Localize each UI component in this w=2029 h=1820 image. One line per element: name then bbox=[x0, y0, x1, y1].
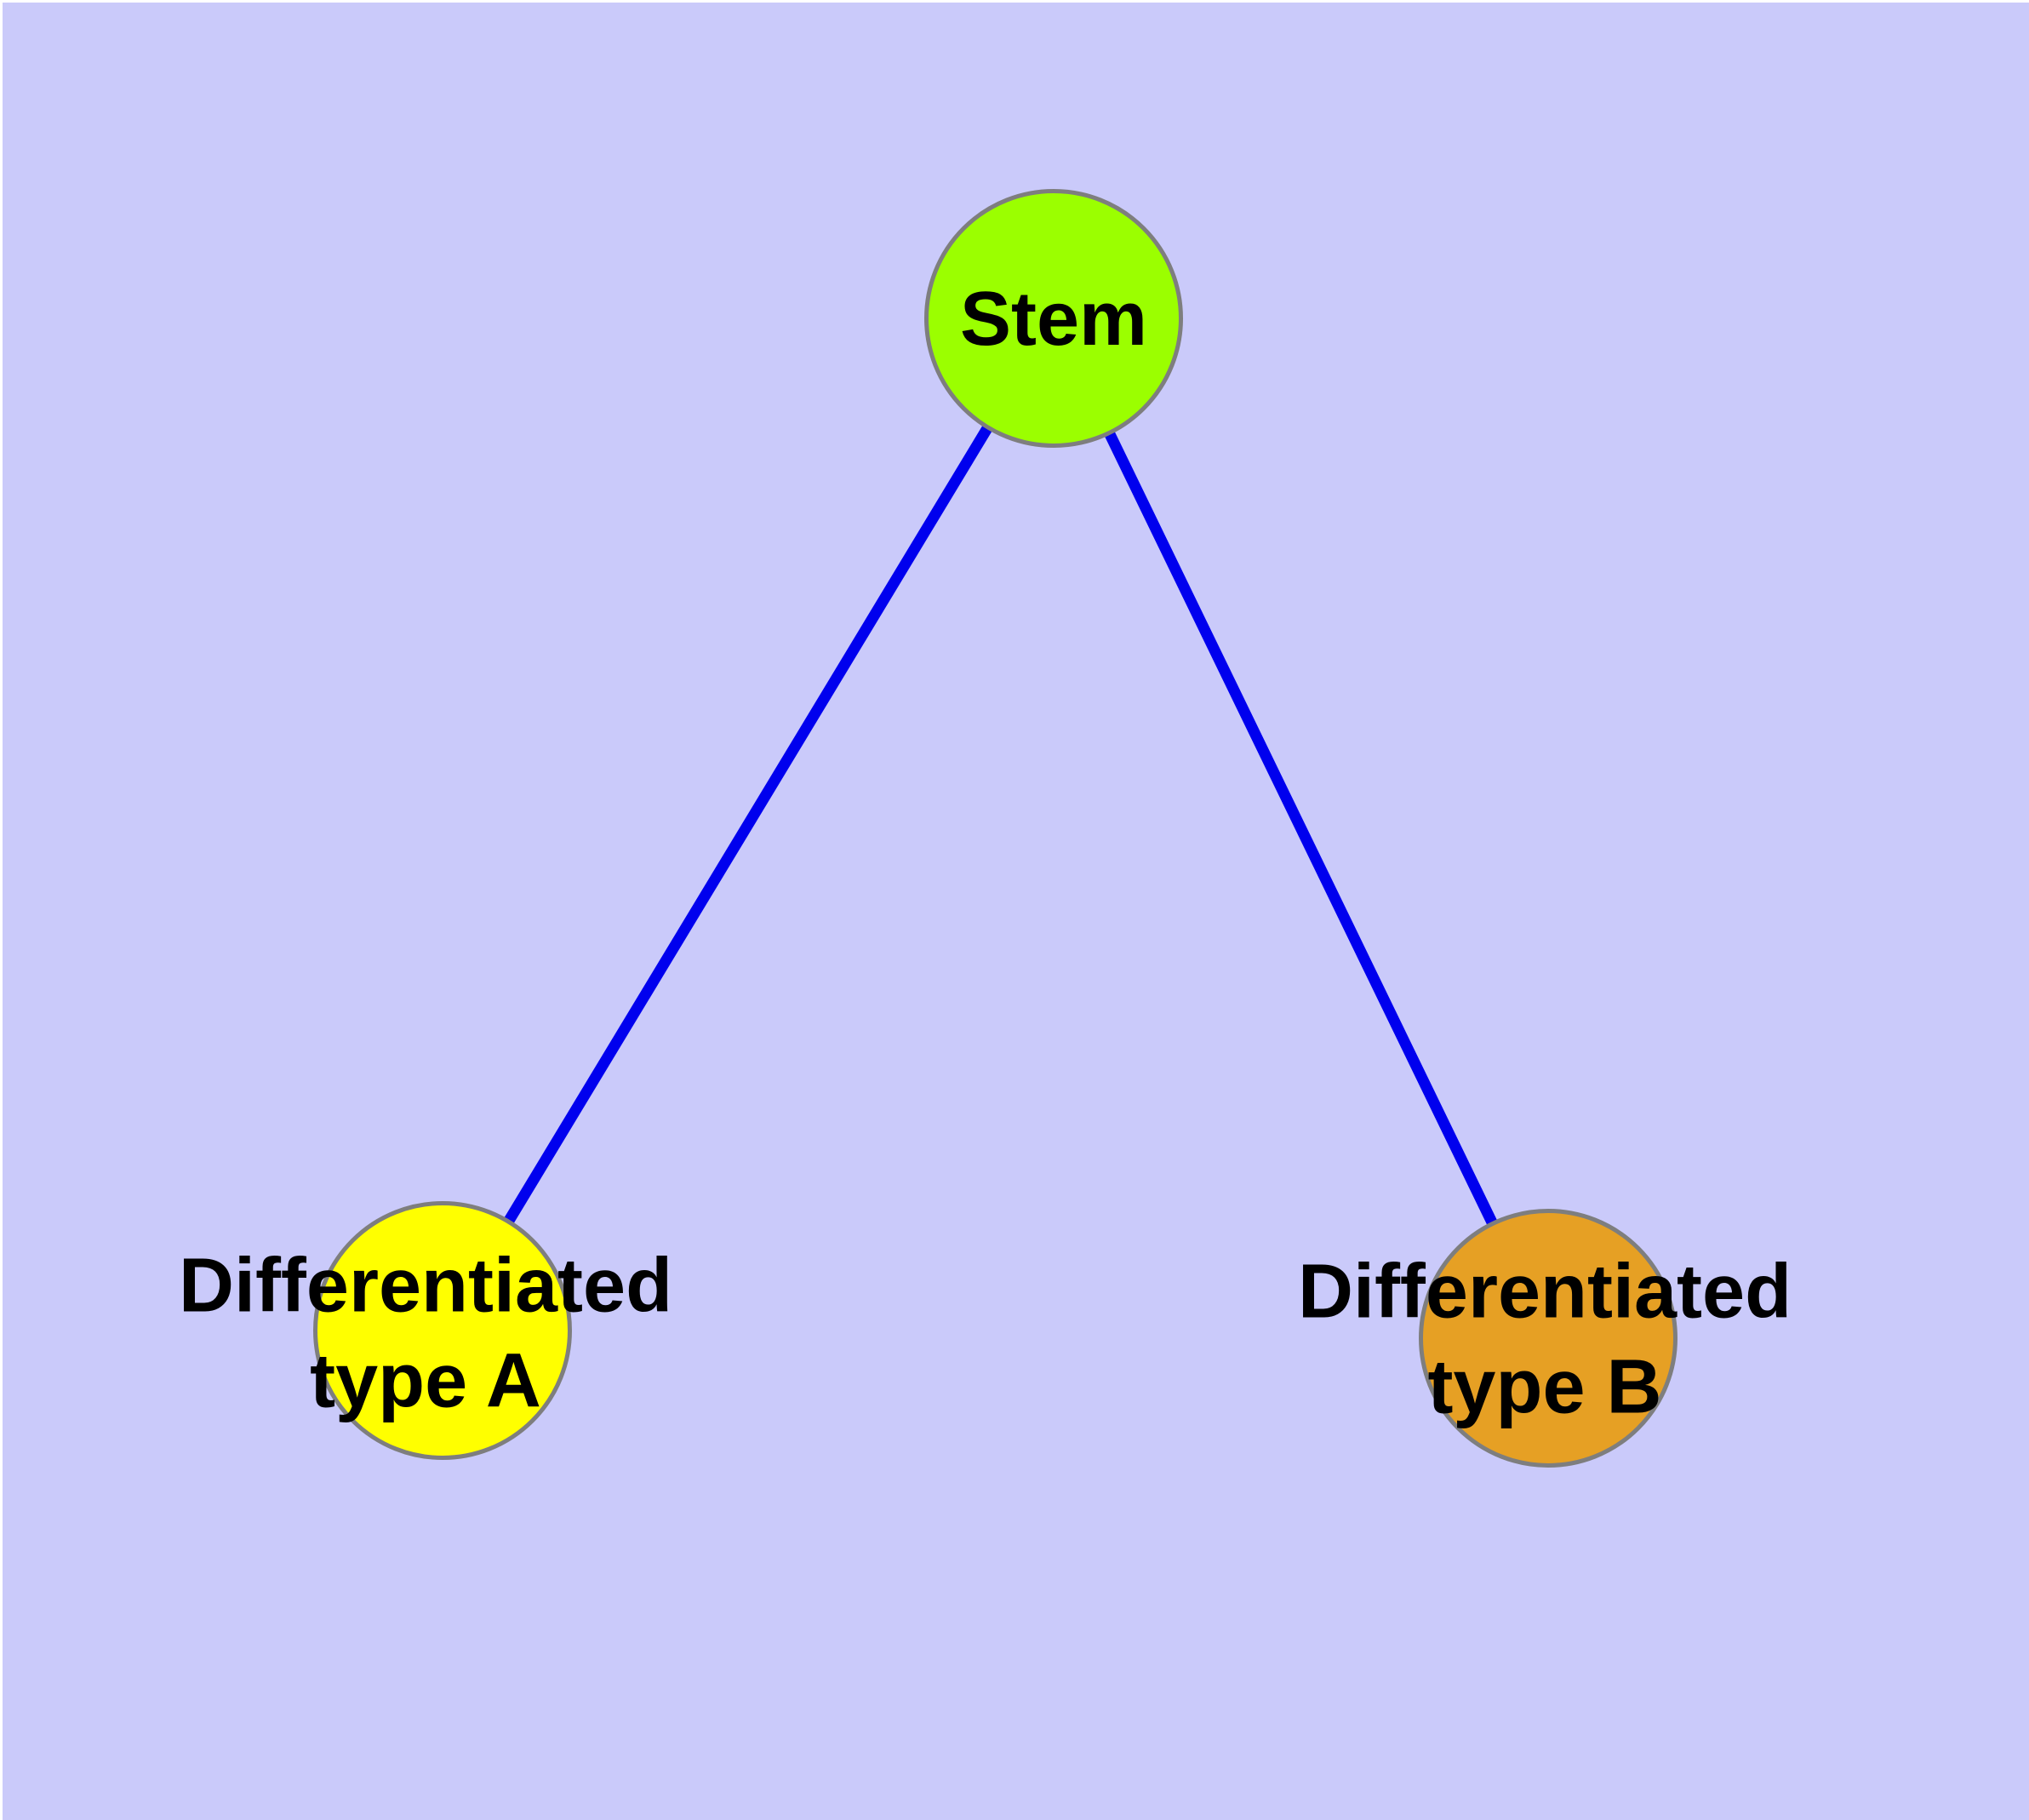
edge-stem-to-type-b bbox=[1049, 316, 1553, 1341]
node-differentiated-type-a bbox=[313, 1201, 572, 1460]
edge-stem-to-type-a bbox=[437, 315, 1059, 1334]
node-stem-label: Stem bbox=[959, 277, 1148, 363]
edges-layer bbox=[437, 315, 1553, 1341]
graph-canvas: Stem Differentiated type A Differentiate… bbox=[3, 3, 2029, 1820]
node-differentiated-type-a-label: Differentiated type A bbox=[178, 1243, 673, 1423]
node-stem bbox=[924, 189, 1183, 448]
node-differentiated-type-b-label: Differentiated type B bbox=[1297, 1249, 1792, 1429]
node-differentiated-type-b bbox=[1419, 1209, 1677, 1468]
